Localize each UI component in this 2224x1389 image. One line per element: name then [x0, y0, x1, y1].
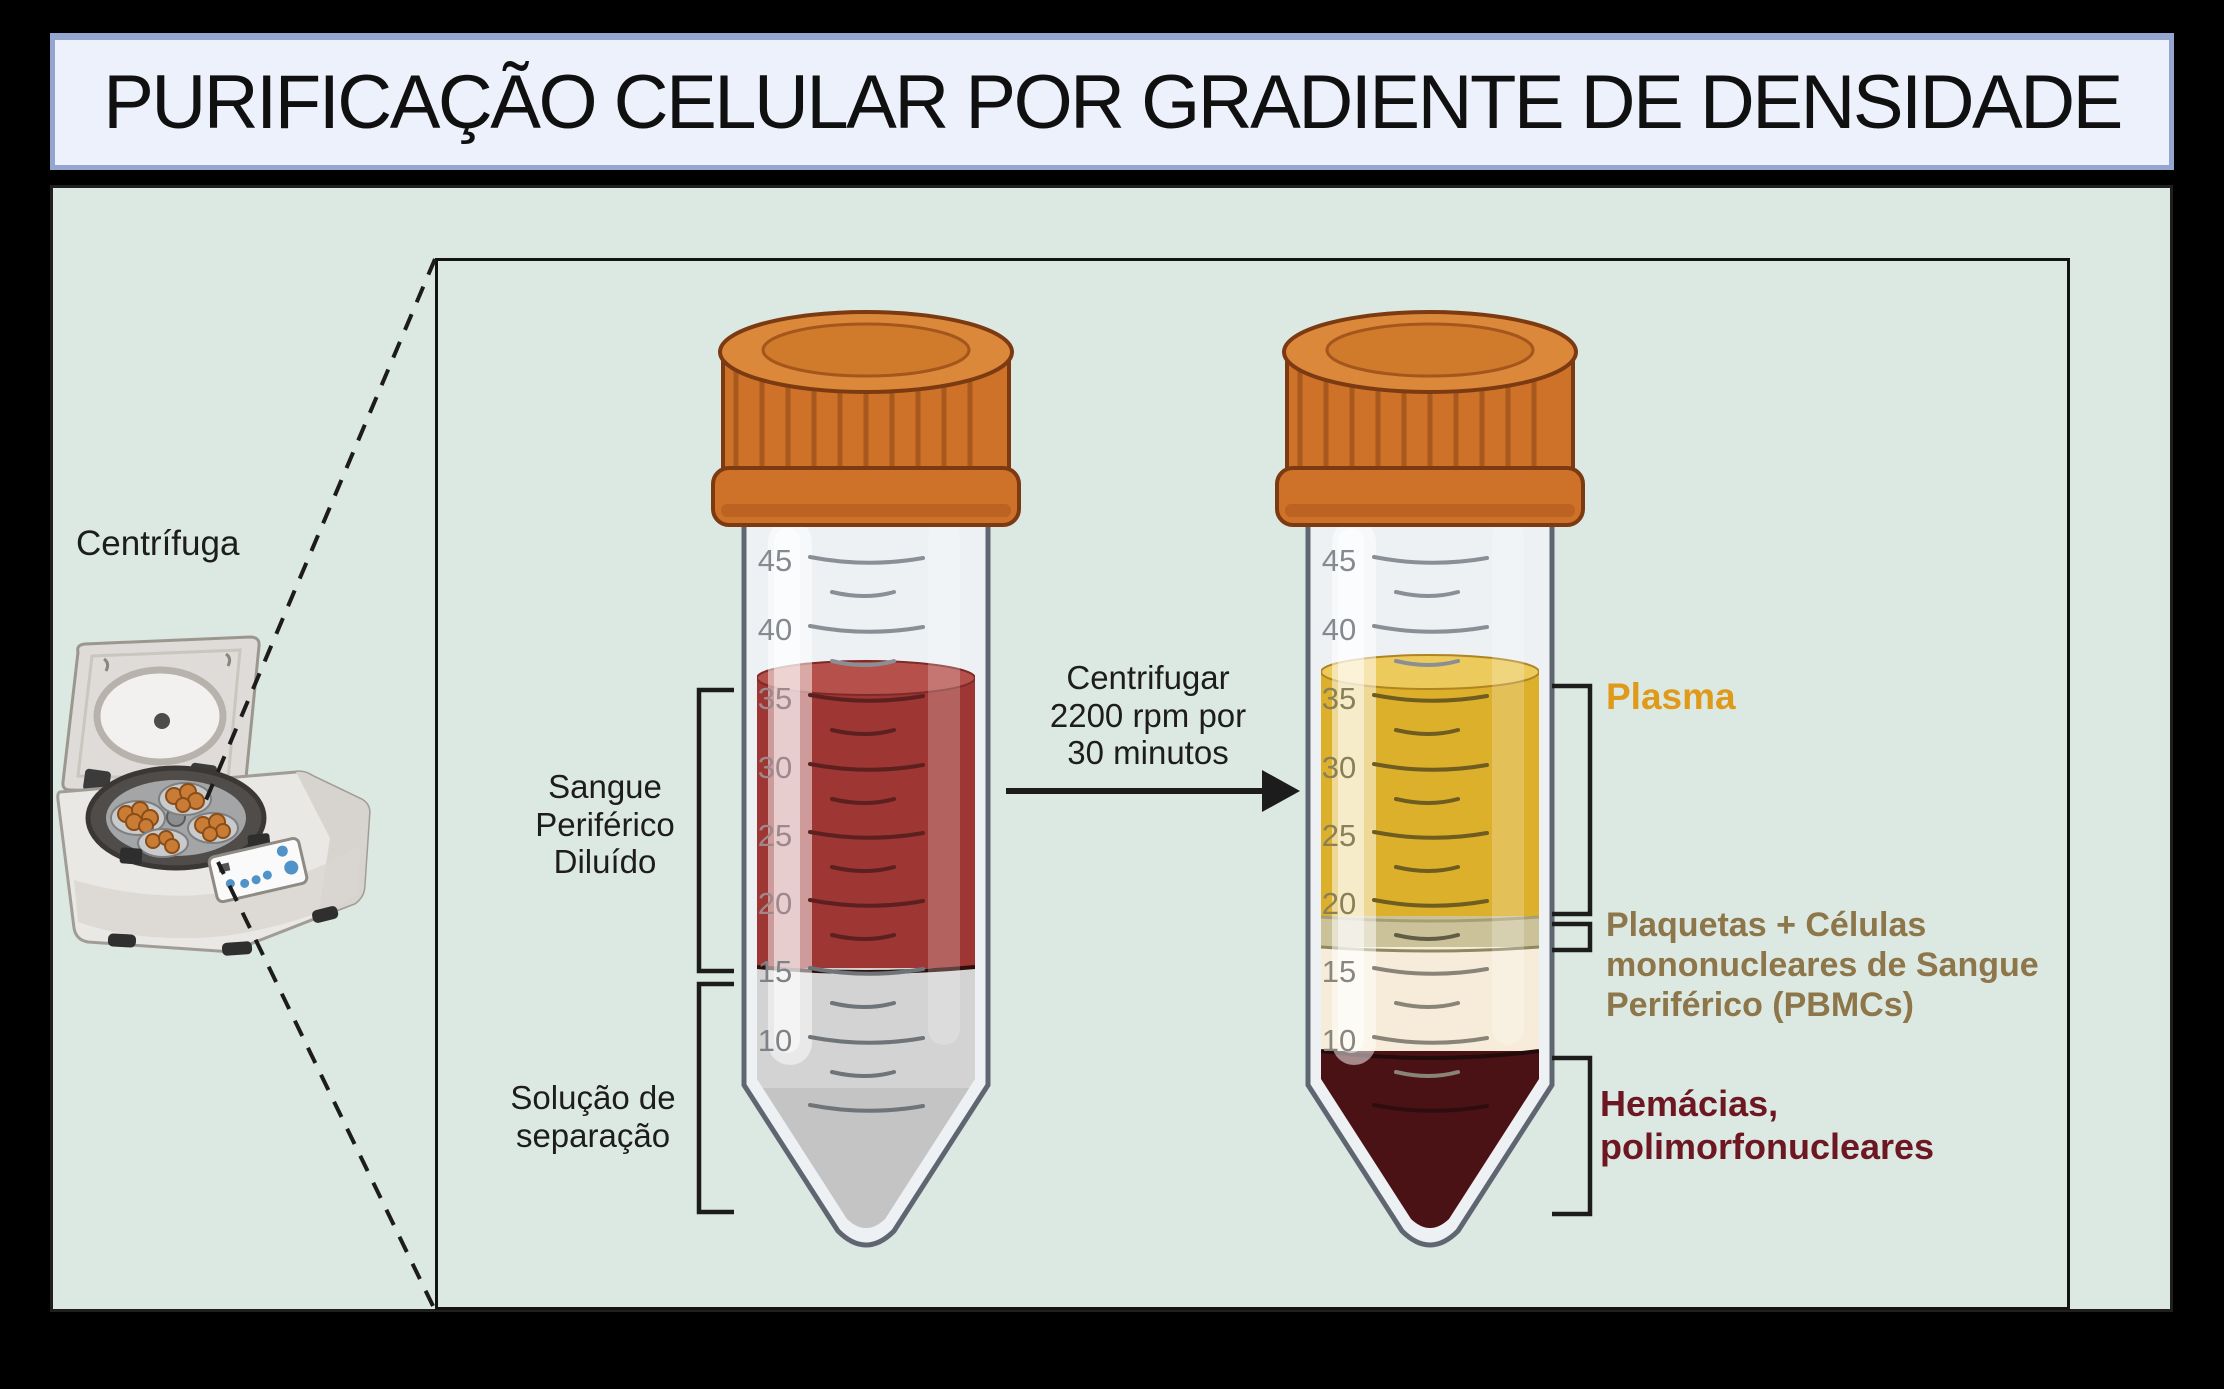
graduation-ticks	[1372, 555, 1489, 1113]
bracket-separation-solution	[696, 981, 734, 1215]
page-title: PURIFICAÇÃO CELULAR POR GRADIENTE DE DEN…	[103, 60, 2123, 145]
bracket-plasma	[1552, 683, 1593, 917]
title-banner: PURIFICAÇÃO CELULAR POR GRADIENTE DE DEN…	[50, 33, 2174, 170]
tube-cap	[711, 310, 1021, 527]
graduation-ticks	[808, 555, 925, 1113]
centrifugation-arrow	[1006, 770, 1300, 812]
scale-mark: 10	[1322, 1023, 1356, 1058]
scale-mark: 15	[758, 954, 792, 989]
centrifuge-illustration	[56, 258, 437, 1307]
centrifuge-lid	[61, 635, 261, 797]
centrifuge-body	[56, 765, 371, 956]
scale-mark: 15	[1322, 954, 1356, 989]
diagram-panel	[50, 185, 2173, 1312]
scale-mark: 40	[1322, 612, 1356, 647]
magnification-dashed-lines	[204, 258, 437, 1307]
centrifugation-conditions-label: Centrifugar 2200 rpm por 30 minutos	[1049, 659, 1247, 772]
scale-mark: 25	[1322, 818, 1356, 853]
scale-mark: 20	[1322, 886, 1356, 921]
bracket-diluted-blood	[696, 687, 734, 974]
scale-mark: 40	[758, 612, 792, 647]
scale-mark: 10	[758, 1023, 792, 1058]
tube-before-centrifugation: 45 40 35 30 25 20 15 10	[711, 310, 1021, 1248]
graduation-numbers: 45 40 35 30 25 20 15 10	[1322, 543, 1356, 1058]
tube-cap	[1275, 310, 1585, 527]
pbmc-label: Plaquetas + Células mononucleares de San…	[1606, 906, 2039, 1024]
scale-mark: 30	[758, 750, 792, 785]
scale-mark: 35	[1322, 681, 1356, 716]
scale-mark: 45	[758, 543, 792, 578]
graduation-numbers: 45 40 35 30 25 20 15 10	[758, 543, 792, 1058]
rbc-label: Hemácias, polimorfonucleares	[1600, 1083, 1935, 1168]
annotation-brackets	[696, 683, 1593, 1217]
scale-mark: 25	[758, 818, 792, 853]
bracket-rbc	[1552, 1055, 1593, 1217]
scale-mark: 30	[1322, 750, 1356, 785]
scale-mark: 45	[1322, 543, 1356, 578]
rotor-tube-buckets	[110, 782, 239, 858]
bracket-pbmc	[1552, 921, 1593, 953]
centrifuge-control-panel	[207, 837, 309, 904]
magnified-view-box	[435, 258, 2070, 1310]
separation-solution-label: Solução de separação	[510, 1079, 676, 1154]
scale-mark: 35	[758, 681, 792, 716]
diluted-blood-label: Sangue Periférico Diluído	[535, 768, 675, 881]
plasma-label: Plasma	[1606, 676, 1736, 717]
tube-after-centrifugation: 45 40 35 30 25 20 15 10	[1275, 310, 1585, 1248]
scale-mark: 20	[758, 886, 792, 921]
centrifuge-label: Centrífuga	[76, 524, 240, 563]
